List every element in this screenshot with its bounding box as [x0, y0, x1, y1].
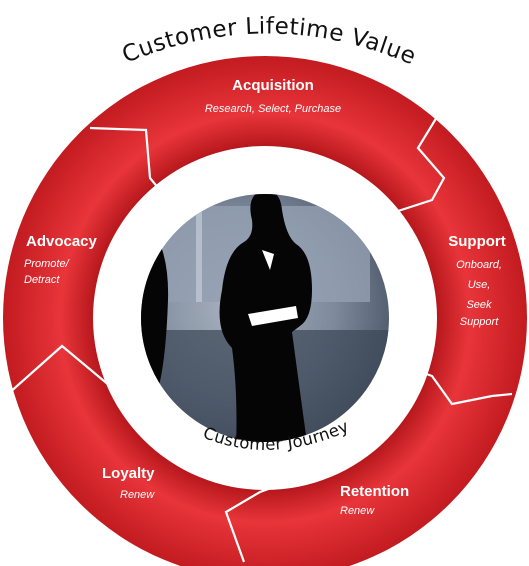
window-frame [196, 206, 202, 302]
segment-loyalty: Loyalty Renew [102, 465, 155, 501]
left-figure-silhouette [141, 210, 169, 390]
segment-acquisition-subtitle-1: Research, Select, Purchase [205, 103, 341, 115]
segment-retention-subtitle-1: Renew [340, 505, 375, 517]
segment-advocacy-title: Advocacy [26, 233, 98, 250]
segment-advocacy-subtitle-2: Detract [24, 274, 60, 286]
collar-highlight [262, 250, 274, 270]
segment-support-subtitle-3: Seek [466, 299, 492, 311]
segment-loyalty-title: Loyalty [102, 465, 155, 482]
segment-support-title: Support [448, 233, 506, 250]
segment-advocacy-subtitle-1: Promote/ [24, 258, 70, 270]
divider-acquisition-support [394, 111, 446, 214]
tablet-highlight [248, 306, 298, 326]
segment-acquisition-title: Acquisition [232, 77, 314, 94]
segment-advocacy: Advocacy Promote/ Detract [24, 233, 98, 286]
segment-support: Support Onboard, Use, Seek Support [448, 233, 506, 328]
segment-loyalty-subtitle-1: Renew [120, 489, 155, 501]
segment-retention-title: Retention [340, 483, 409, 500]
segment-support-subtitle-1: Onboard, [456, 259, 502, 271]
segment-support-subtitle-2: Use, [468, 279, 491, 291]
segment-retention: Retention Renew [340, 483, 409, 517]
segment-support-subtitle-4: Support [460, 316, 499, 328]
segment-acquisition: Acquisition Research, Select, Purchase [205, 77, 341, 115]
